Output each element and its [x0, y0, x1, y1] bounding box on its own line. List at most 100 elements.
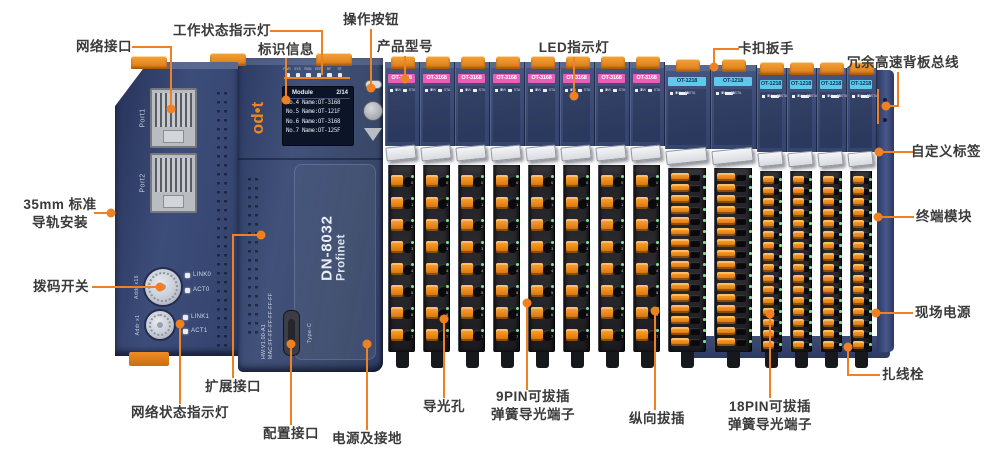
terminal-number: 4 [446, 268, 449, 273]
pin9-terminal-label: 9PIN可拔插 弹簧导光端子 [491, 388, 575, 422]
channel-indicator-led [869, 299, 872, 302]
backplane-contact [883, 118, 887, 122]
channel-indicator-led [621, 263, 624, 266]
spring-terminal [601, 263, 613, 275]
terminal-module-label: 终端模块 [916, 208, 972, 224]
channel-indicator-led [809, 321, 812, 324]
spring-terminal [671, 173, 690, 181]
operation-button[interactable] [363, 101, 383, 121]
channel-indicator-led [809, 288, 812, 291]
terminal-number: 1 [481, 202, 484, 207]
callout-dot [155, 282, 165, 292]
callout-dot [881, 101, 891, 111]
channel-indicator-led [703, 186, 706, 189]
terminal-number: 5 [516, 290, 519, 295]
spring-terminal [717, 272, 736, 280]
spring-terminal [853, 341, 864, 349]
spring-terminal [531, 329, 543, 341]
spring-terminal [823, 286, 834, 294]
spring-terminal [671, 195, 690, 203]
spring-terminal [426, 263, 438, 275]
terminal-number: 1 [411, 202, 414, 207]
spring-terminal [823, 308, 834, 316]
spring-terminal [426, 197, 438, 209]
terminal-number: 4 [656, 268, 659, 273]
terminal-hole [402, 242, 413, 253]
terminal-block [850, 171, 872, 352]
terminal-hole [734, 284, 747, 291]
rotary-switch-x1[interactable] [144, 309, 176, 341]
callout-dot [286, 339, 296, 349]
terminal-hole [507, 242, 518, 253]
channel-indicator-led [779, 189, 782, 192]
terminal-hole [802, 298, 810, 305]
down-arrow-button[interactable] [364, 128, 382, 141]
id-label-label: 标识信息 [258, 41, 314, 57]
channel-indicator-led [446, 219, 449, 222]
spring-terminal [566, 307, 578, 319]
spring-terminal [566, 175, 578, 187]
channel-indicator-led [481, 307, 484, 310]
spring-terminal [601, 219, 613, 231]
spring-terminal [566, 285, 578, 297]
terminal-number: 6 [621, 312, 624, 317]
terminal-hole [862, 287, 870, 294]
spring-terminal [531, 285, 543, 297]
channel-indicator-led [779, 255, 782, 258]
spring-terminal [496, 175, 508, 187]
terminal-hole [772, 287, 780, 294]
terminal-hole [612, 198, 623, 209]
channel-indicator-led [749, 296, 752, 299]
snap-clip [530, 56, 555, 69]
seam [238, 158, 383, 160]
head-front-panel [294, 164, 376, 360]
channel-indicator-led [446, 263, 449, 266]
terminal-hole [734, 251, 747, 258]
module-type-label: OT-3168 [528, 74, 555, 83]
terminal-number: 3 [481, 246, 484, 251]
terminal-hole [734, 295, 747, 302]
terminal-number: 1 [551, 202, 554, 207]
channel-indicator-led [749, 175, 752, 178]
terminal-number: 2 [481, 224, 484, 229]
spring-terminal [763, 242, 774, 250]
terminal-hole [772, 232, 780, 239]
channel-indicator-led [586, 197, 589, 200]
channel-indicator-led [703, 307, 706, 310]
spring-terminal [763, 319, 774, 327]
ethernet-port-2[interactable] [150, 153, 197, 213]
channel-indicator-led [481, 219, 484, 222]
channel-indicator-led [869, 200, 872, 203]
rail-foot [855, 352, 868, 368]
terminal-hole [688, 185, 701, 192]
channel-indicator-led [839, 178, 842, 181]
callout-dot [873, 212, 883, 222]
terminal-number: 6 [586, 312, 589, 317]
spring-terminal [763, 275, 774, 283]
work-status-indicator-label: 工作状态指示灯 [173, 22, 271, 38]
channel-indicator-led [839, 288, 842, 291]
terminal-number: 0 [586, 180, 589, 185]
channel-indicator-led [749, 186, 752, 189]
terminal-hole [507, 308, 518, 319]
terminal-hole [507, 264, 518, 275]
status-led-label: BF [326, 67, 332, 71]
spring-terminal [636, 285, 648, 297]
spring-terminal [671, 217, 690, 225]
ethernet-port-1[interactable] [150, 88, 197, 148]
channel-indicator-led [481, 197, 484, 200]
channel-indicator-led [809, 266, 812, 269]
channel-indicator-led [869, 255, 872, 258]
terminal-number: 2 [516, 224, 519, 229]
terminal-hole [577, 242, 588, 253]
spring-terminal [636, 175, 648, 187]
channel-indicator-led [656, 241, 659, 244]
module-type-label: OT-1218 [714, 77, 752, 86]
terminal-hole [472, 242, 483, 253]
spring-terminal [717, 206, 736, 214]
terminal-hole [688, 218, 701, 225]
